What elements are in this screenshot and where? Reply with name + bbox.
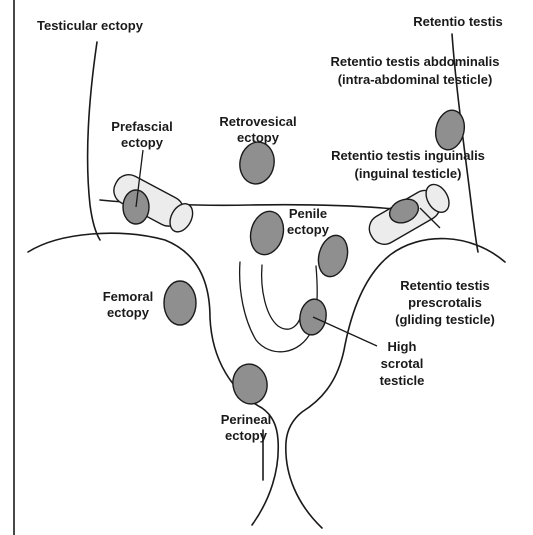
label-prescrotalis-line3: (gliding testicle) [395,312,495,327]
penile-testicle-right [314,232,352,280]
label-retrovesical-line1: Retrovesical [219,114,296,129]
label-retrovesical-line2: ectopy [237,130,280,145]
label-perineal-line1: Perineal [221,412,272,427]
label-high-scrotal-line1: High [388,339,417,354]
label-high-scrotal-line3: testicle [380,373,425,388]
label-prefascial-line2: ectopy [121,135,164,150]
left-inguinal-canal [109,170,197,236]
label-retentio-testis: Retentio testis [413,14,503,29]
label-femoral-line2: ectopy [107,305,150,320]
label-inguinalis-line1: Retentio testis inguinalis [331,148,485,163]
label-prescrotalis-line2: prescrotalis [408,295,482,310]
label-prescrotalis-line1: Retentio testis [400,278,490,293]
label-abdominalis-line2: (intra-abdominal testicle) [338,72,493,87]
label-prefascial-line1: Prefascial [111,119,172,134]
perineal-testicle [230,361,270,406]
abdominal-testicle [432,108,468,153]
penile-testicle-left [246,208,288,259]
label-perineal-line2: ectopy [225,428,268,443]
label-inguinalis-line2: (inguinal testicle) [355,166,462,181]
label-testicular-ectopy: Testicular ectopy [37,18,144,33]
femoral-testicle [164,281,196,325]
left-flank-outline [88,42,100,240]
label-high-scrotal-line2: scrotal [381,356,424,371]
label-abdominalis-line1: Retentio testis abdominalis [330,54,499,69]
label-penile-line2: ectopy [287,222,330,237]
retrovesical-testicle [237,139,278,186]
label-femoral-line1: Femoral [103,289,154,304]
penis-inner-line [262,265,302,329]
label-penile-line1: Penile [289,206,327,221]
